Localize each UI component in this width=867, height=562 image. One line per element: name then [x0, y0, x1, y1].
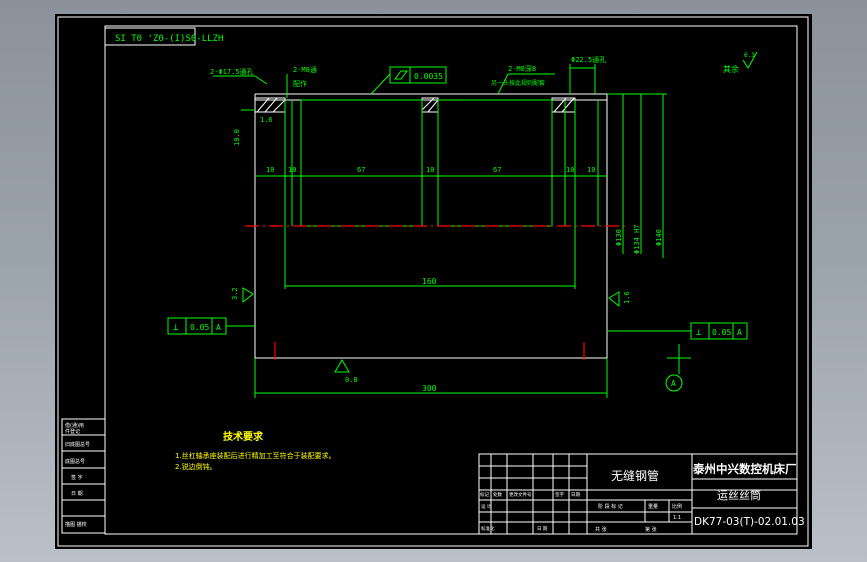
inner-bores: [284, 99, 576, 227]
inner-border: [104, 25, 798, 535]
left-strip-table: 借(通)用 件登记 旧底图总号 底图总号 签 字 日 期 描图 描校: [61, 418, 106, 534]
role-design: 设 计: [481, 503, 492, 510]
ra-right-value: 1.6: [623, 291, 631, 304]
flatness-frame: 0.0035: [389, 66, 447, 84]
ra-right-icon: [608, 291, 620, 308]
dimension-lines: [213, 64, 691, 398]
strip-cell-4: 签 字: [71, 474, 83, 481]
drawing-sheet: SI T0 'Z0-(I)S0-LLZH: [55, 14, 812, 549]
weight-label: 重量: [648, 503, 658, 510]
company-name: 泰州中兴数控机床厂: [692, 462, 797, 476]
ra-bottom-icon: [334, 359, 350, 373]
material-text: 无缝钢管: [611, 468, 659, 483]
rev-header-2: 更改文件号: [509, 491, 532, 498]
scale-value: 1:1: [673, 515, 681, 521]
note-hole-right-sub: 另一头按此规则配套: [491, 79, 545, 87]
role-standard: 标准化: [481, 525, 495, 532]
title-block: 标记 处数 更改文件号 签字 日期 设 计 标准化 日 期 阶 段 标 记 重量…: [478, 453, 805, 535]
roughness-rest: 其余 6.3: [723, 51, 758, 74]
strip-cell-2: 旧底图总号: [65, 441, 90, 448]
note-hole: 2-M8通: [293, 65, 317, 74]
dim-end-r1: 10: [566, 166, 574, 174]
dim-radius: 1.6: [260, 116, 273, 124]
dim-end-r2: 10: [587, 166, 595, 174]
dim-end-l2: 10: [288, 166, 296, 174]
ra-left-icon: [242, 287, 254, 304]
strip-cell-3: 底图总号: [65, 458, 85, 465]
ra-bottom-value: 0.8: [345, 376, 358, 384]
dim-seg-left: 67: [357, 166, 365, 174]
flatness-value: 0.0035: [414, 72, 443, 81]
tol-left-ref: A: [216, 323, 221, 332]
drawing-number: DK77-03(T)-02.01.03: [694, 516, 805, 528]
tech-line-2: 2.锐边倒钝。: [175, 462, 217, 471]
rev-header-3: 签字: [555, 491, 564, 498]
stage-label: 阶 段 标 记: [598, 503, 623, 510]
datum-circle: [665, 374, 683, 392]
code-box-text: SI T0 'Z0-(I)S0-LLZH: [115, 34, 223, 44]
note-weld: 配作: [293, 79, 307, 88]
note-hole-right: 2-M8深8: [508, 64, 536, 73]
roughness-rest-label: 其余: [723, 64, 739, 74]
note-chamfer-left: 2-Φ17.5通孔: [210, 67, 254, 76]
dim-dia-inner: Φ130: [615, 229, 623, 246]
dim-dia-outer: Φ140: [655, 229, 663, 246]
rev-header-4: 日期: [571, 492, 580, 498]
dim-seg-right: 67: [493, 166, 501, 174]
scale-label: 比例: [672, 503, 682, 510]
tol-left-sym: ⊥: [173, 323, 179, 333]
tolerance-right: ⊥ 0.05 A: [607, 322, 748, 340]
dim-dia-mid: Φ134 H7: [633, 224, 641, 254]
dim-end-l1: 10: [266, 166, 274, 174]
tol-right-val: 0.05: [712, 328, 731, 337]
dim-mid: 10: [426, 166, 434, 174]
dim-depth: 10.0: [233, 129, 241, 146]
outer-border: [57, 16, 809, 547]
drawing-canvas: SI T0 'Z0-(I)S0-LLZH: [57, 16, 809, 547]
sheet-label-2: 第 张: [645, 526, 657, 533]
rev-header-1: 处数: [493, 491, 502, 498]
sheet-label: 共 张: [595, 526, 607, 533]
part-name: 运丝丝筒: [717, 488, 761, 502]
roughness-rest-value: 6.3: [744, 52, 755, 59]
strip-cell-5: 日 期: [71, 491, 83, 497]
hatch-blocks: [254, 97, 576, 113]
date-label: 日 期: [537, 526, 548, 532]
strip-cell-6: 描图 描校: [65, 521, 87, 528]
tol-right-ref: A: [737, 328, 742, 337]
tech-line-1: 1.丝杠轴承座装配后进行精加工至符合于装配要求。: [175, 451, 336, 460]
tolerance-left: ⊥ 0.05 A: [167, 317, 255, 335]
strip-cell-1: 件登记: [65, 428, 80, 435]
tech-heading: 技术要求: [223, 430, 264, 443]
note-chamfer-right: Φ22.5通孔: [571, 55, 606, 64]
dim-total-length: 300: [422, 384, 437, 393]
datum-label: A: [671, 379, 676, 388]
dim-inner-length: 160: [422, 277, 437, 286]
rev-header-0: 标记: [480, 491, 489, 498]
code-box: [104, 27, 196, 46]
tol-left-val: 0.05: [190, 323, 209, 332]
ra-left-value: 3.2: [231, 287, 239, 300]
tol-right-sym: ⊥: [696, 328, 702, 338]
strip-cell-0: 借(通)用: [65, 422, 84, 429]
